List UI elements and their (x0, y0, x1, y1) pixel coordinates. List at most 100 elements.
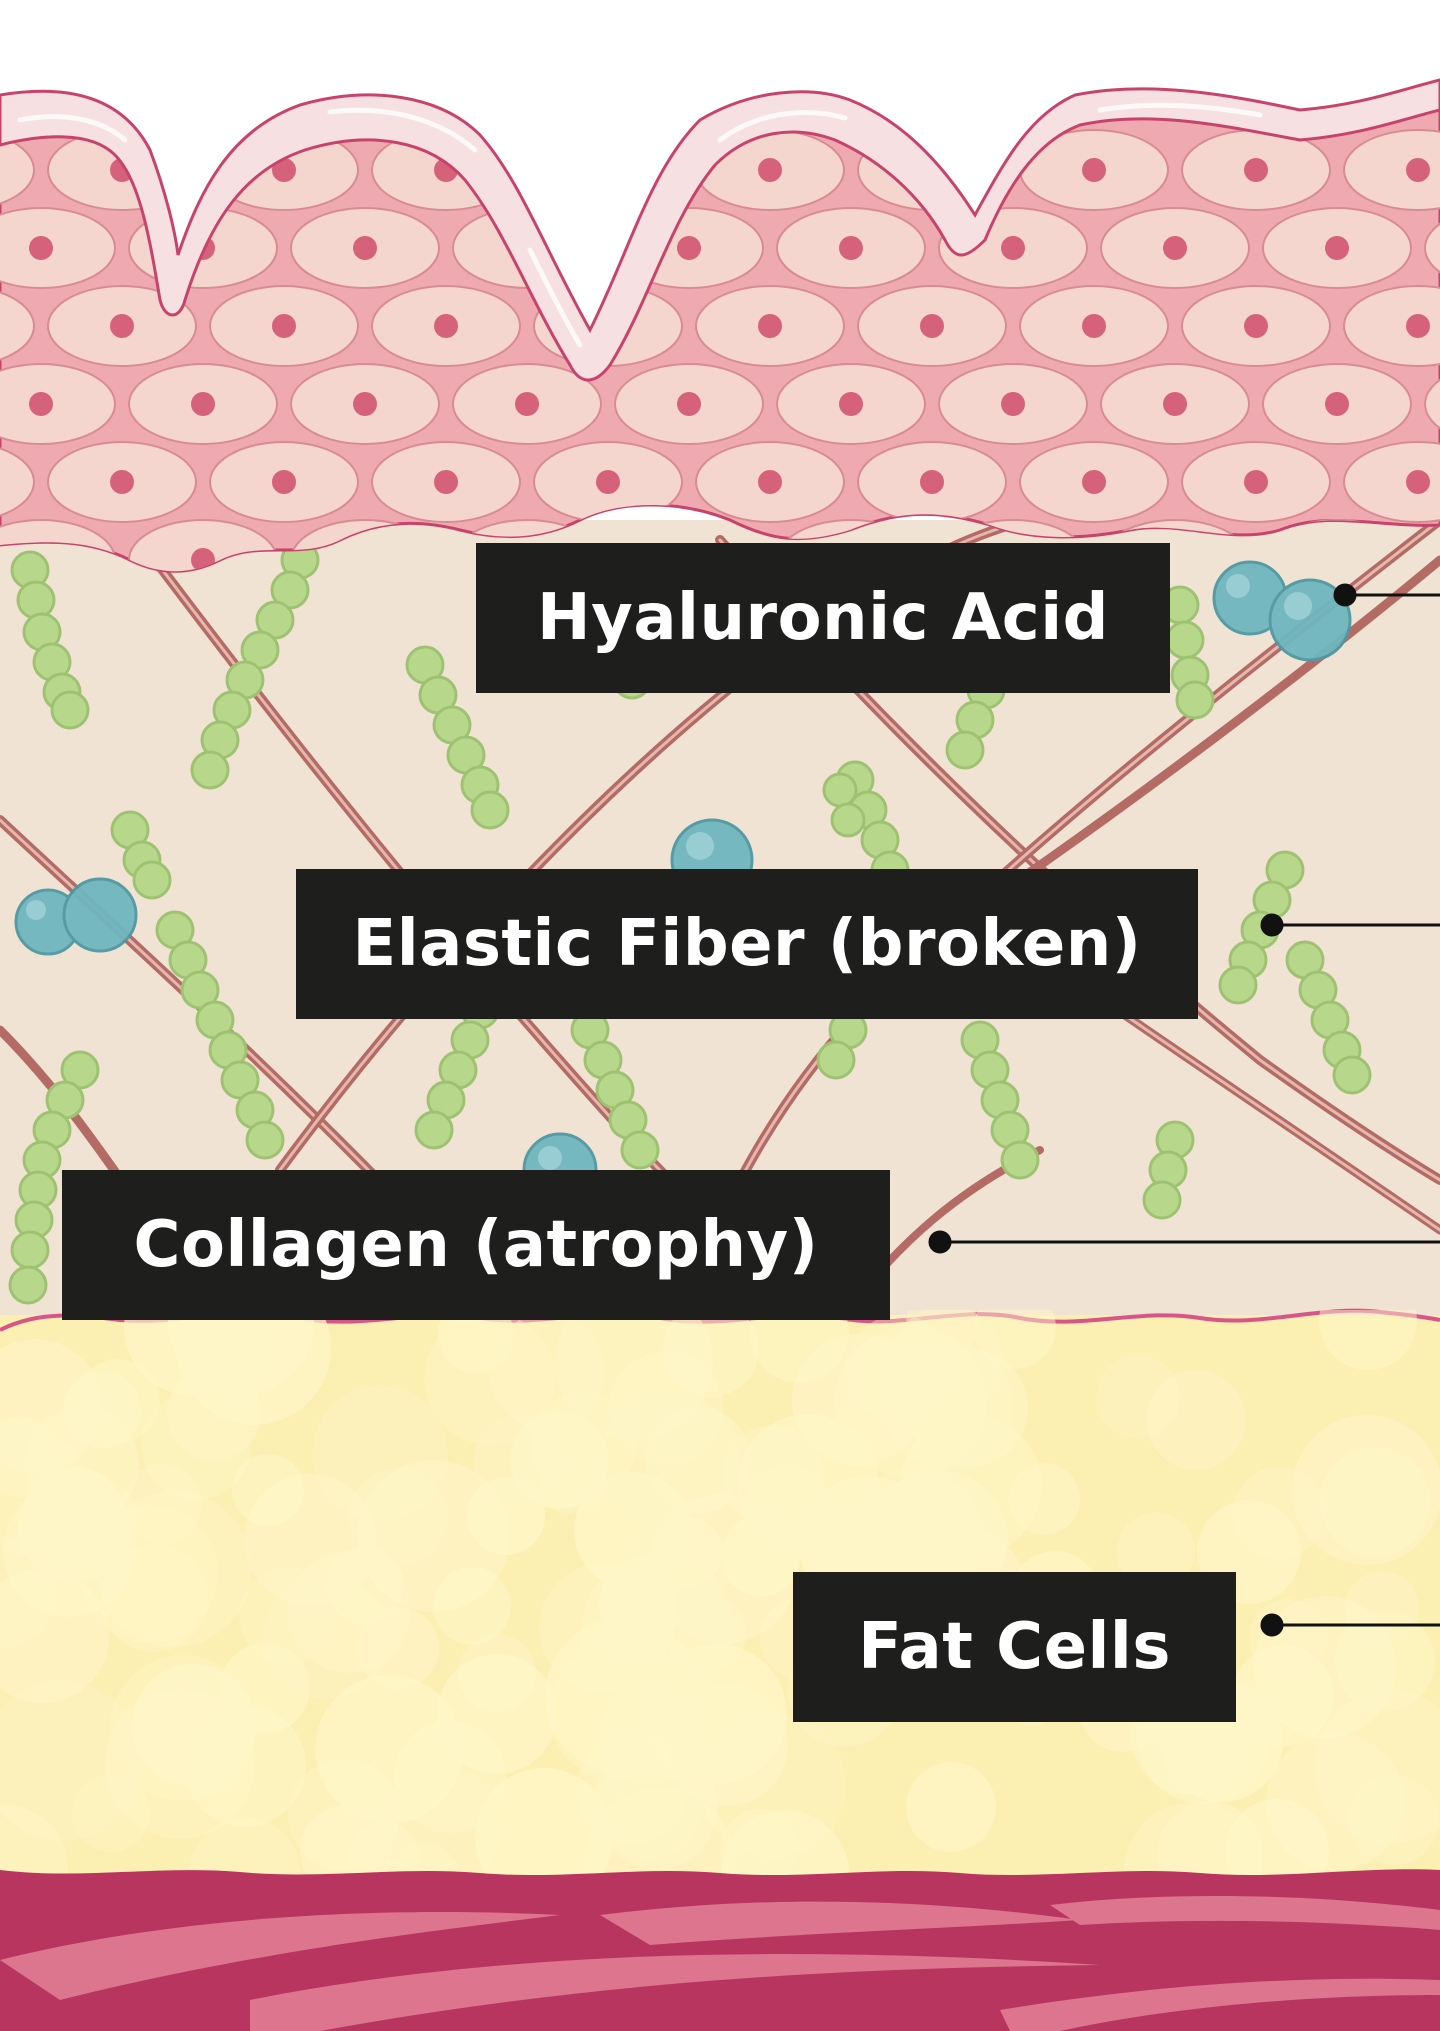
fat-cell (232, 1454, 304, 1526)
fat-cell (1335, 1611, 1435, 1711)
cell-nucleus (1163, 236, 1187, 260)
cell-nucleus (272, 158, 296, 182)
fat-cell (599, 1391, 739, 1531)
fat-cell (1157, 1801, 1263, 1880)
cell-nucleus (515, 392, 539, 416)
fat-cell (545, 1618, 701, 1774)
cell-nucleus (110, 470, 134, 494)
fat-cell (0, 1805, 68, 1880)
cell-nucleus (1325, 392, 1349, 416)
epidermal-cell (1424, 363, 1440, 445)
fat-cell (72, 1774, 150, 1852)
fat-cell (489, 1313, 605, 1429)
fat-cell (906, 1762, 996, 1852)
cell-nucleus (29, 236, 53, 260)
fat-cell (1117, 1512, 1195, 1590)
fat-cell (437, 1654, 557, 1774)
fat-cell (585, 1787, 735, 1880)
fat-cell (63, 1371, 141, 1449)
fat-cell (624, 1515, 728, 1619)
cell-nucleus (353, 392, 377, 416)
fat-cells-illustration (0, 1310, 1440, 1880)
fat-cell (1292, 1415, 1440, 1565)
fat-cell (388, 1843, 460, 1880)
cell-nucleus (1325, 236, 1349, 260)
cell-nucleus (1082, 158, 1106, 182)
cell-nucleus (29, 392, 53, 416)
fat-cell (184, 1705, 306, 1827)
cell-nucleus (920, 314, 944, 338)
fat-cell (721, 1809, 799, 1880)
cell-nucleus (272, 470, 296, 494)
fat-cell (510, 1411, 608, 1509)
fat-cell (80, 1505, 218, 1643)
fat-cell (974, 1310, 1056, 1369)
cell-nucleus (1244, 314, 1268, 338)
fat-cell (721, 1810, 849, 1880)
cell-nucleus (920, 470, 944, 494)
fat-cell (737, 1414, 879, 1556)
fat-cell (433, 1567, 511, 1645)
cell-nucleus (110, 314, 134, 338)
fat-cell (326, 1547, 404, 1625)
fat-cell (239, 1567, 337, 1665)
cell-nucleus (1406, 158, 1430, 182)
fat-cell (666, 1684, 788, 1806)
fat-cell (100, 1544, 208, 1652)
fat-cell (122, 1464, 202, 1544)
fat-cell (609, 1351, 723, 1465)
cell-nucleus (191, 392, 215, 416)
cell-nucleus (1406, 314, 1430, 338)
fat-cell (0, 1681, 142, 1841)
fat-cell (0, 1569, 109, 1703)
fat-cell (1314, 1690, 1440, 1844)
fat-cells-label: Fat Cells (793, 1572, 1236, 1722)
cell-nucleus (272, 314, 296, 338)
leader-lines (928, 583, 1440, 1637)
fat-cell (602, 1592, 674, 1664)
cell-nucleus (596, 158, 620, 182)
cell-nucleus (1082, 314, 1106, 338)
cell-nucleus (839, 392, 863, 416)
cell-nucleus (596, 470, 620, 494)
fat-cell (167, 1367, 261, 1461)
hyaluronic-acid-label: Hyaluronic Acid (476, 543, 1170, 693)
cell-nucleus (1082, 470, 1106, 494)
cell-nucleus (677, 236, 701, 260)
collagen-label: Collagen (atrophy) (62, 1170, 890, 1320)
cell-nucleus (1244, 158, 1268, 182)
cell-nucleus (434, 314, 458, 338)
cell-nucleus (758, 158, 782, 182)
fat-cell (1349, 1775, 1439, 1865)
fat-cell (1008, 1463, 1080, 1535)
fat-cell (555, 1310, 713, 1441)
fat-cell (475, 1768, 613, 1880)
fat-cell (190, 1817, 300, 1880)
cell-nucleus (434, 470, 458, 494)
fat-cell (424, 1313, 556, 1445)
fat-cell (438, 1310, 514, 1373)
fat-cell (549, 1643, 687, 1781)
cell-nucleus (1163, 392, 1187, 416)
epidermal-cell (0, 129, 35, 211)
fat-cell (645, 1407, 751, 1513)
cell-nucleus (758, 314, 782, 338)
cell-nucleus (677, 392, 701, 416)
cell-nucleus (1001, 236, 1025, 260)
fat-cell (835, 1326, 987, 1478)
epidermal-cell (0, 441, 35, 523)
cell-nucleus (1244, 470, 1268, 494)
fat-cell (300, 1805, 392, 1880)
cell-nucleus (1001, 392, 1025, 416)
elastic-fiber-label: Elastic Fiber (broken) (296, 869, 1198, 1019)
cell-nucleus (758, 470, 782, 494)
cell-nucleus (1406, 470, 1430, 494)
fat-cell (473, 1414, 565, 1506)
epidermal-cell (0, 285, 35, 367)
fat-cell (1319, 1310, 1417, 1370)
cell-nucleus (839, 236, 863, 260)
cell-nucleus (353, 236, 377, 260)
epidermal-cell (1424, 207, 1440, 289)
fat-cell (1146, 1370, 1246, 1470)
